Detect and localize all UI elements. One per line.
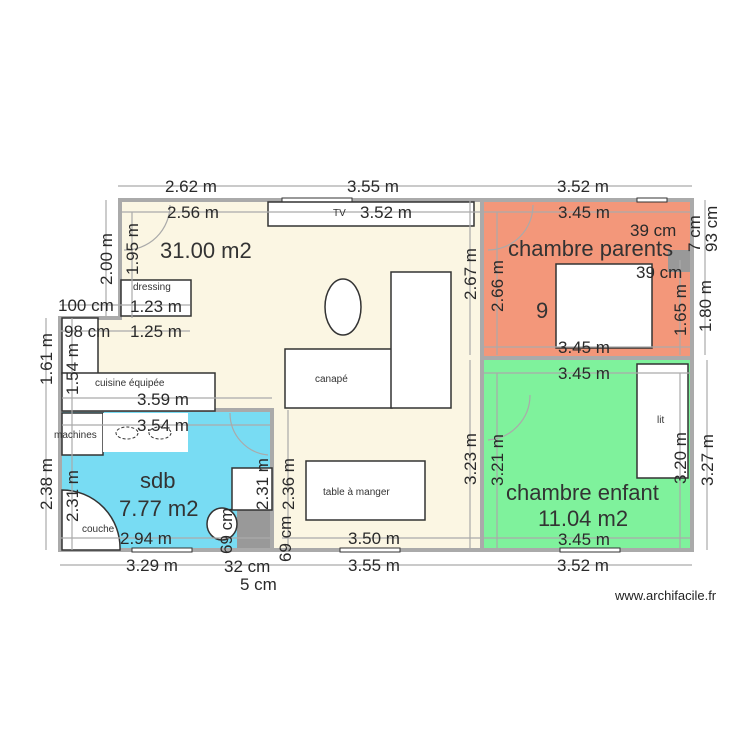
- living-area: 31.00 m2: [160, 238, 252, 263]
- bed-label: lit: [657, 415, 664, 426]
- dim-label: 3.21 m: [488, 434, 507, 486]
- dim-label: 3.45 m: [558, 338, 610, 357]
- duct-small: [668, 250, 690, 272]
- bedroom-parents-name: chambre parents: [508, 236, 673, 261]
- dim-label: 2.36 m: [279, 458, 298, 510]
- dim-label: 2.56 m: [167, 203, 219, 222]
- washing-machines[interactable]: [61, 412, 104, 456]
- dim-label: 2.38 m: [37, 458, 56, 510]
- walls: [58, 198, 694, 552]
- dim-label: 1.54 m: [63, 343, 82, 395]
- dim-label: 2.62 m: [165, 177, 217, 196]
- dim-label: 32 cm: [224, 557, 270, 576]
- dim-label: 3.45 m: [558, 364, 610, 383]
- dim-label: 3.27 m: [698, 434, 717, 486]
- kitchen[interactable]: [61, 372, 216, 412]
- dim-label: 3.54 m: [137, 416, 189, 435]
- couche-label: couche: [82, 524, 115, 535]
- tv-unit[interactable]: [267, 201, 475, 227]
- door-swing: [229, 412, 269, 456]
- dimension-labels: 2.62 m 3.55 m 3.52 m 2.56 m 3.52 m 3.45 …: [37, 177, 721, 594]
- shower[interactable]: [61, 489, 121, 551]
- dim-label: 1.61 m: [37, 333, 56, 385]
- machines-label: machines: [54, 430, 97, 441]
- bedroom-parents-area: 9: [536, 298, 548, 323]
- dressing-label: dressing: [133, 282, 171, 293]
- sofa-label: canapé: [315, 374, 348, 385]
- dim-label: 3.20 m: [671, 432, 690, 484]
- dim-label: 100 cm: [58, 296, 114, 315]
- bed-parents[interactable]: [555, 263, 653, 349]
- dim-label: 2.00 m: [97, 233, 116, 285]
- dim-label: 3.29 m: [126, 556, 178, 575]
- window: [559, 547, 621, 553]
- dimension-lines: [45, 185, 708, 566]
- door-swing: [487, 204, 534, 251]
- window: [339, 547, 401, 553]
- tv-label: TV: [333, 208, 346, 219]
- sofa-chaise[interactable]: [390, 271, 452, 409]
- dim-label: 3.52 m: [557, 556, 609, 575]
- dining-table[interactable]: [305, 460, 426, 521]
- watermark[interactable]: www.archifacile.fr: [614, 588, 717, 603]
- dim-label: 2.94 m: [120, 529, 172, 548]
- dim-label: 2.31 m: [63, 470, 82, 522]
- kitchen-label: cuisine équipée: [95, 378, 165, 389]
- dim-label: 3.52 m: [360, 203, 412, 222]
- dim-label: 1.25 m: [130, 322, 182, 341]
- dim-label: 93 cm: [702, 206, 721, 252]
- dim-label: 39 cm: [630, 221, 676, 240]
- dim-label: 1.95 m: [123, 223, 142, 275]
- dim-label: 1.65 m: [671, 284, 690, 336]
- dim-label: 3.55 m: [347, 177, 399, 196]
- dressing[interactable]: [120, 279, 192, 317]
- dim-label: 39 cm: [636, 263, 682, 282]
- toilet[interactable]: [206, 507, 238, 541]
- dim-label: 69 cm: [276, 516, 295, 562]
- duct: [237, 510, 272, 550]
- window: [636, 197, 668, 203]
- dim-label: 1.80 m: [696, 280, 715, 332]
- bathroom-name: sdb: [140, 468, 175, 493]
- dim-label: 2.31 m: [253, 458, 272, 510]
- sink: [115, 426, 139, 440]
- bedroom-child-name: chambre enfant: [506, 480, 659, 505]
- coffee-table[interactable]: [324, 278, 362, 336]
- bathroom-area: 7.77 m2: [119, 496, 199, 521]
- sink: [148, 426, 172, 440]
- dim-label: 3.23 m: [461, 433, 480, 485]
- dim-label: 7 cm: [685, 215, 704, 252]
- sofa[interactable]: [284, 348, 393, 409]
- dim-label: 2.66 m: [488, 260, 507, 312]
- door-swing: [487, 394, 531, 441]
- dim-label: 2.67 m: [461, 248, 480, 300]
- dim-label: 3.59 m: [137, 390, 189, 409]
- dim-label: 5 cm: [240, 575, 277, 594]
- dim-label: 3.55 m: [348, 556, 400, 575]
- dim-label: 1.23 m: [130, 297, 182, 316]
- window: [131, 547, 193, 553]
- bath-cabinet[interactable]: [231, 467, 273, 511]
- dim-label: 98 cm: [64, 322, 110, 341]
- dining-table-label: table à manger: [323, 487, 390, 498]
- sink-counter[interactable]: [103, 413, 188, 452]
- dim-label: 3.45 m: [558, 203, 610, 222]
- dim-label: 3.45 m: [558, 530, 610, 549]
- dim-label: 3.52 m: [557, 177, 609, 196]
- dim-label: 69 cm: [217, 508, 236, 554]
- dim-label: 3.50 m: [348, 529, 400, 548]
- bedroom-child-area: 11.04 m2: [538, 506, 628, 531]
